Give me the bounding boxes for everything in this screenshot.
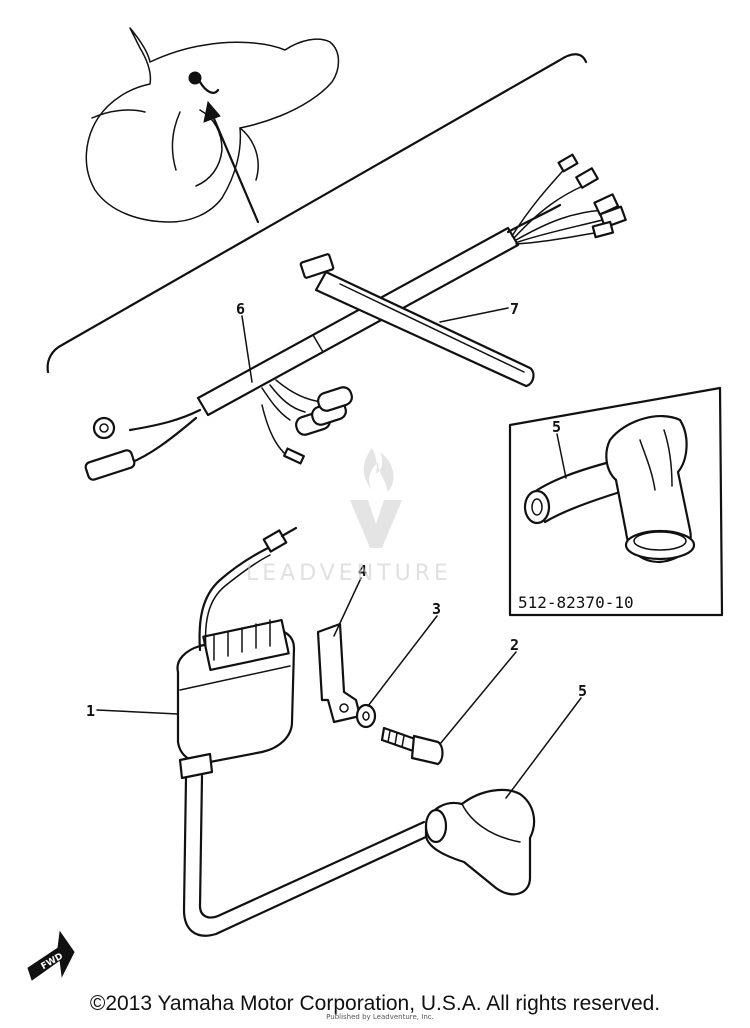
callout-4: 4 xyxy=(358,562,367,580)
watermark: LEADVENTURE xyxy=(246,448,452,586)
flame-icon xyxy=(363,448,394,492)
fwd-arrow: FWD xyxy=(27,930,75,981)
copyright-notice: ©2013 Yamaha Motor Corporation, U.S.A. A… xyxy=(89,992,661,1015)
callout-3: 3 xyxy=(432,600,441,618)
callout-6: 6 xyxy=(236,300,245,318)
callout-5-main: 5 xyxy=(578,682,587,700)
inset-part-number: 512-82370-10 xyxy=(518,593,634,612)
v-logo-icon xyxy=(350,500,402,548)
frame-boundary-line xyxy=(46,53,588,374)
callout-1: 1 xyxy=(86,702,95,720)
location-dot xyxy=(188,71,202,85)
bolt xyxy=(380,726,444,766)
wire-harness xyxy=(84,153,627,481)
callout-leaders xyxy=(96,307,582,799)
callout-7: 7 xyxy=(510,300,519,318)
callout-2: 2 xyxy=(510,636,519,654)
location-arrow xyxy=(203,100,260,224)
cable-band xyxy=(299,253,535,388)
washer xyxy=(355,703,377,729)
watermark-text: LEADVENTURE xyxy=(246,561,452,586)
ignition-coil xyxy=(176,526,430,937)
inset-box: 512-82370-10 xyxy=(508,386,724,617)
callout-5-inset: 5 xyxy=(552,418,561,436)
publisher-credit: Published by Leadventure, Inc. xyxy=(326,1013,434,1021)
motorcycle-outline xyxy=(85,27,340,223)
spark-plug-cap xyxy=(424,788,536,896)
bracket xyxy=(316,622,362,724)
callout-numbers: 1 2 3 4 5 5 6 7 xyxy=(86,300,587,720)
